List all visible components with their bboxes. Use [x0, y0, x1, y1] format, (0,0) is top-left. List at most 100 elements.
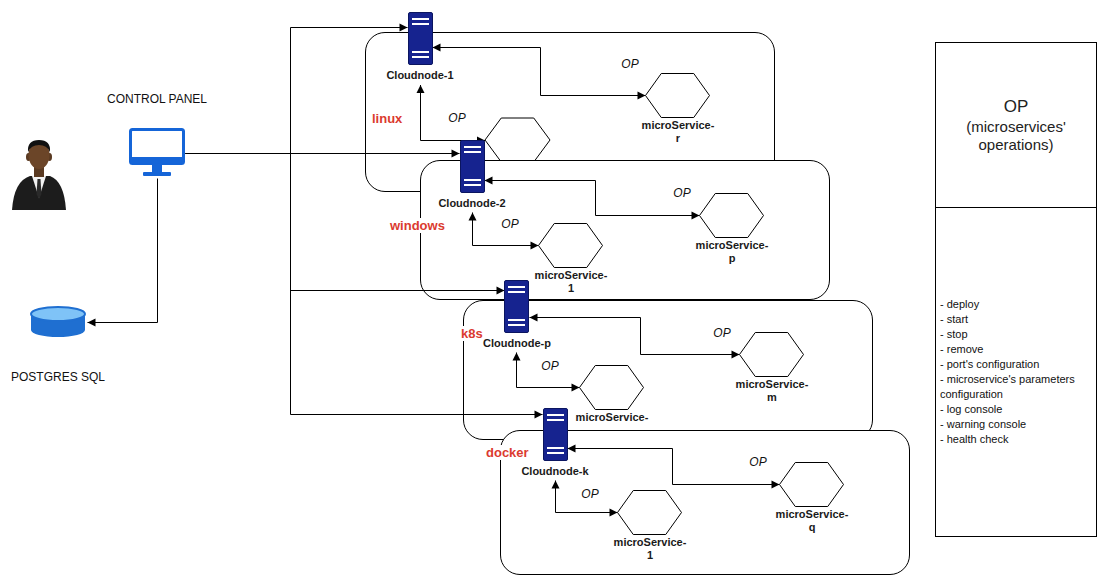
node-label: microService- q	[776, 508, 849, 534]
server-icon	[460, 140, 485, 193]
operation-item: - warning console	[940, 417, 1092, 432]
monitor-icon-part	[143, 172, 171, 176]
shirt	[32, 176, 46, 198]
arrow-head	[530, 314, 538, 322]
head	[29, 141, 50, 169]
connector-line	[473, 213, 539, 246]
arrow-head	[692, 212, 700, 220]
panel-heading: OP	[1004, 96, 1029, 118]
connector	[88, 179, 158, 327]
connector	[530, 314, 740, 359]
server-icon-part	[464, 184, 481, 186]
operation-label: OP	[620, 57, 639, 71]
connector	[513, 353, 580, 392]
connector-line	[530, 318, 740, 355]
microservice-node: microService-	[576, 365, 649, 424]
connector-line	[88, 179, 158, 323]
operation-label: OP	[712, 326, 731, 340]
monitor-icon-part	[131, 157, 184, 164]
server-icon-part	[543, 409, 567, 461]
microservice-node: microService- r	[642, 73, 715, 145]
microservice-node: microService- p	[696, 193, 769, 265]
panel-header: OP(microservices' operations)	[936, 43, 1096, 208]
monitor-icon-part	[129, 128, 185, 178]
node-label: Cloudnode-p	[483, 337, 551, 350]
node-label: CONTROL PANEL	[107, 92, 207, 106]
monitor-icon-part	[152, 164, 162, 172]
arrow-head	[433, 44, 441, 52]
connector-line	[433, 48, 646, 96]
panel-body: - deploy- start- stop- remove- port's co…	[936, 208, 1096, 536]
microservice-hexagon	[538, 223, 603, 268]
arrow-head	[469, 213, 477, 221]
server-icon-part	[547, 447, 564, 449]
server-icon-part	[412, 56, 429, 58]
connector-line	[186, 28, 408, 154]
connector-line	[517, 353, 580, 388]
arrow-head	[497, 287, 505, 295]
connector	[485, 177, 700, 220]
node-label: microService-	[576, 411, 649, 424]
server-icon-part	[460, 141, 484, 193]
arrow-head	[452, 150, 460, 158]
monitor-icon	[129, 128, 185, 178]
arrow-head	[400, 24, 408, 32]
operation-item: - remove	[940, 342, 1092, 357]
microservice-hexagon	[485, 118, 550, 162]
operation-label: OP	[500, 217, 519, 231]
panel-heading: (microservices' operations)	[940, 118, 1092, 154]
platform-label: linux	[370, 111, 404, 126]
microservice-hexagon-part	[617, 490, 682, 535]
server-icon-part	[543, 408, 568, 461]
operation-wire	[421, 85, 486, 141]
server-icon	[408, 12, 433, 65]
operation-item: - health check	[940, 432, 1092, 447]
server-icon-part	[460, 140, 485, 193]
connector	[568, 445, 780, 489]
microservice-hexagon-part	[779, 462, 844, 507]
server-icon-part	[508, 291, 525, 293]
microservice-hexagon	[699, 193, 764, 238]
microservice-node: microService- q	[776, 462, 849, 534]
microservice-hexagon-part	[539, 224, 603, 268]
connector	[186, 24, 408, 154]
operation-label: OP	[748, 455, 767, 469]
node-label: Cloudnode-2	[438, 197, 505, 210]
microservice-node: microService- m	[736, 332, 809, 404]
microservice-hexagon-part	[780, 463, 844, 507]
server-icon-part	[464, 179, 481, 181]
server-icon	[543, 408, 568, 461]
platform-lane: windowsCloudnode-2microService- pmicroSe…	[420, 160, 830, 300]
microservice-hexagon	[617, 490, 682, 535]
connector-line	[186, 154, 505, 291]
microservice-hexagon-part	[646, 74, 710, 118]
operation-item: - deploy	[940, 297, 1092, 312]
microservice-hexagon-part	[699, 193, 764, 238]
microservice-hexagon-part	[580, 366, 644, 410]
arrow-head	[552, 481, 560, 489]
server-icon-part	[412, 51, 429, 53]
server-icon-part	[408, 13, 432, 65]
server-icon-part	[508, 319, 525, 321]
microservice-hexagon	[739, 332, 804, 377]
connector-line	[485, 181, 700, 216]
arrow-head	[732, 351, 740, 359]
database: POSTGRES SQL	[11, 305, 105, 384]
operation-label: OP	[580, 487, 599, 501]
arrow-head	[568, 445, 576, 453]
person-figure	[12, 140, 66, 210]
platform-lane: k8sCloudnode-pmicroService- mmicroServic…	[463, 300, 873, 440]
operation-item: - stop	[940, 327, 1092, 342]
node-label: Cloudnode-1	[386, 69, 453, 82]
server-icon	[504, 280, 529, 333]
platform-lane: dockerCloudnode-kmicroService- qmicroSer…	[500, 430, 910, 575]
microservice-node: microService- 1	[535, 223, 608, 295]
node-label: microService- 1	[614, 536, 687, 562]
node-label: POSTGRES SQL	[11, 370, 105, 384]
node-label: Cloudnode-k	[521, 465, 588, 478]
hair	[28, 140, 50, 152]
operation-item: - log console	[940, 402, 1092, 417]
